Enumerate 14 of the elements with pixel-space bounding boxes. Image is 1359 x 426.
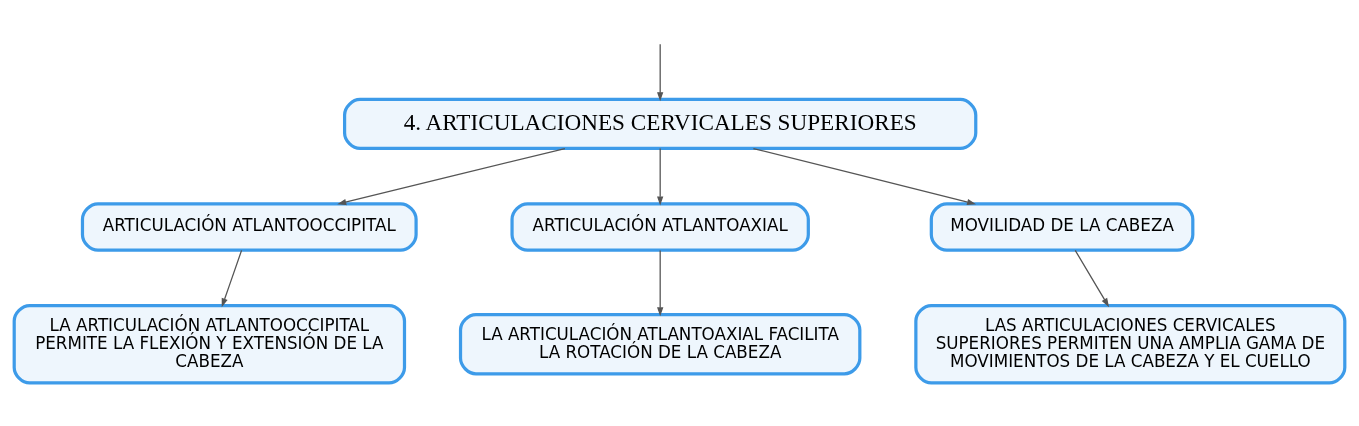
node-box: ARTICULACIÓN ATLANTOOCCIPITAL xyxy=(80,202,418,252)
arrow xyxy=(752,147,977,206)
node-box: LA ARTICULACIÓN ATLANTOAXIAL FACILITA LA ROTACIÓN DE LA CABEZA xyxy=(458,312,862,376)
node-box: ARTICULACIÓN ATLANTOAXIAL xyxy=(510,202,810,252)
arrow xyxy=(221,249,243,308)
arrow xyxy=(657,43,664,102)
node-box: LAS ARTICULACIONES CERVICALES SUPERIORES PERMITEN UNA AMPLIA GAMA DE MOVIMIENTOS DE LA CABEZA Y EL CUELLO xyxy=(914,303,1347,385)
arrow xyxy=(657,249,664,317)
node-box: LA ARTICULACIÓN ATLANTOOCCIPITAL PERMITE LA FLEXIÓN Y EXTENSIÓN DE LA CABEZA xyxy=(12,303,407,385)
node-box: MOVILIDAD DE LA CABEZA xyxy=(929,202,1195,252)
node-box: 4. ARTICULACIONES CERVICALES SUPERIORES xyxy=(343,97,978,151)
arrow xyxy=(337,147,566,206)
arrow xyxy=(657,147,664,206)
arrow xyxy=(1074,249,1110,308)
